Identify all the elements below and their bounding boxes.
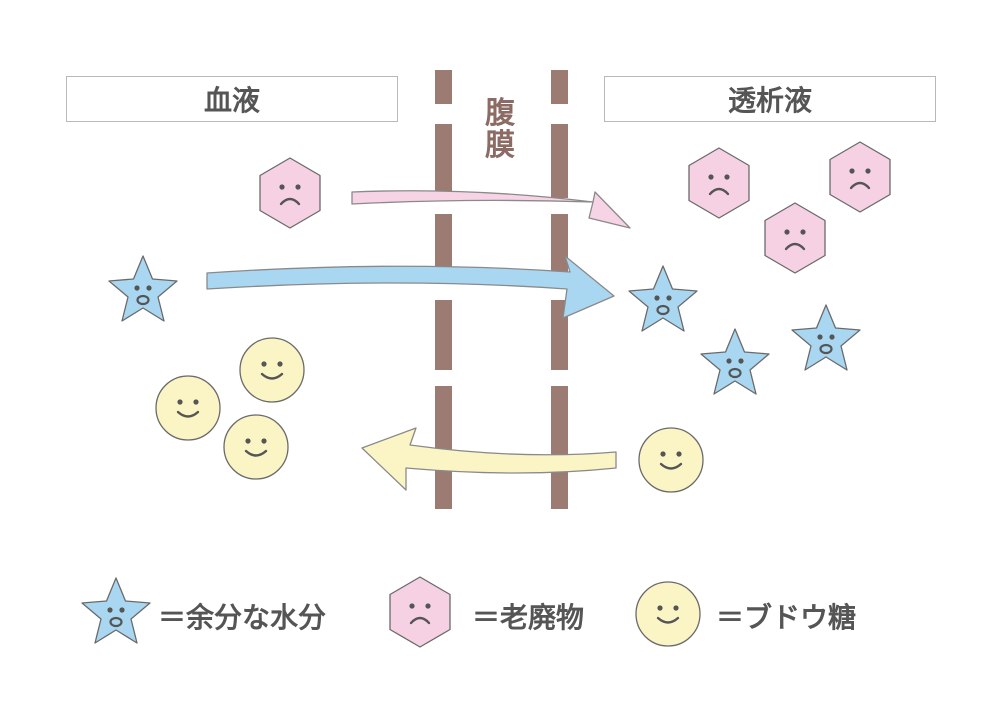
glucose-arrow [361, 427, 617, 491]
glucose-circle-icon [222, 413, 290, 481]
legend-waste-label: ＝老廃物 [472, 601, 585, 634]
water-arrow [206, 255, 615, 319]
legend-star-icon [80, 576, 152, 645]
legend-water-label: ＝余分な水分 [158, 601, 327, 634]
waste-hexagon-icon [687, 146, 751, 220]
waste-hexagon-icon [763, 201, 827, 275]
glucose-circle-icon [154, 374, 222, 442]
legend-hexagon-icon [388, 575, 452, 649]
membrane-label: 腹膜 [485, 96, 515, 163]
water-star-icon [699, 327, 771, 396]
legend-glucose-label: ＝ブドウ糖 [716, 601, 857, 634]
water-star-icon [107, 254, 179, 323]
waste-hexagon-icon [258, 156, 322, 230]
waste-arrow [351, 190, 631, 229]
glucose-circle-icon [238, 336, 306, 404]
water-star-icon [790, 303, 862, 372]
glucose-circle-icon [637, 426, 705, 494]
waste-hexagon-icon [828, 140, 892, 214]
membrane-left-line [435, 70, 452, 509]
legend-circle-icon [634, 580, 702, 648]
blood-label: 血液 [66, 76, 398, 122]
dialysate-label: 透析液 [604, 76, 936, 122]
membrane-right-line [551, 70, 568, 509]
water-star-icon [627, 264, 699, 333]
